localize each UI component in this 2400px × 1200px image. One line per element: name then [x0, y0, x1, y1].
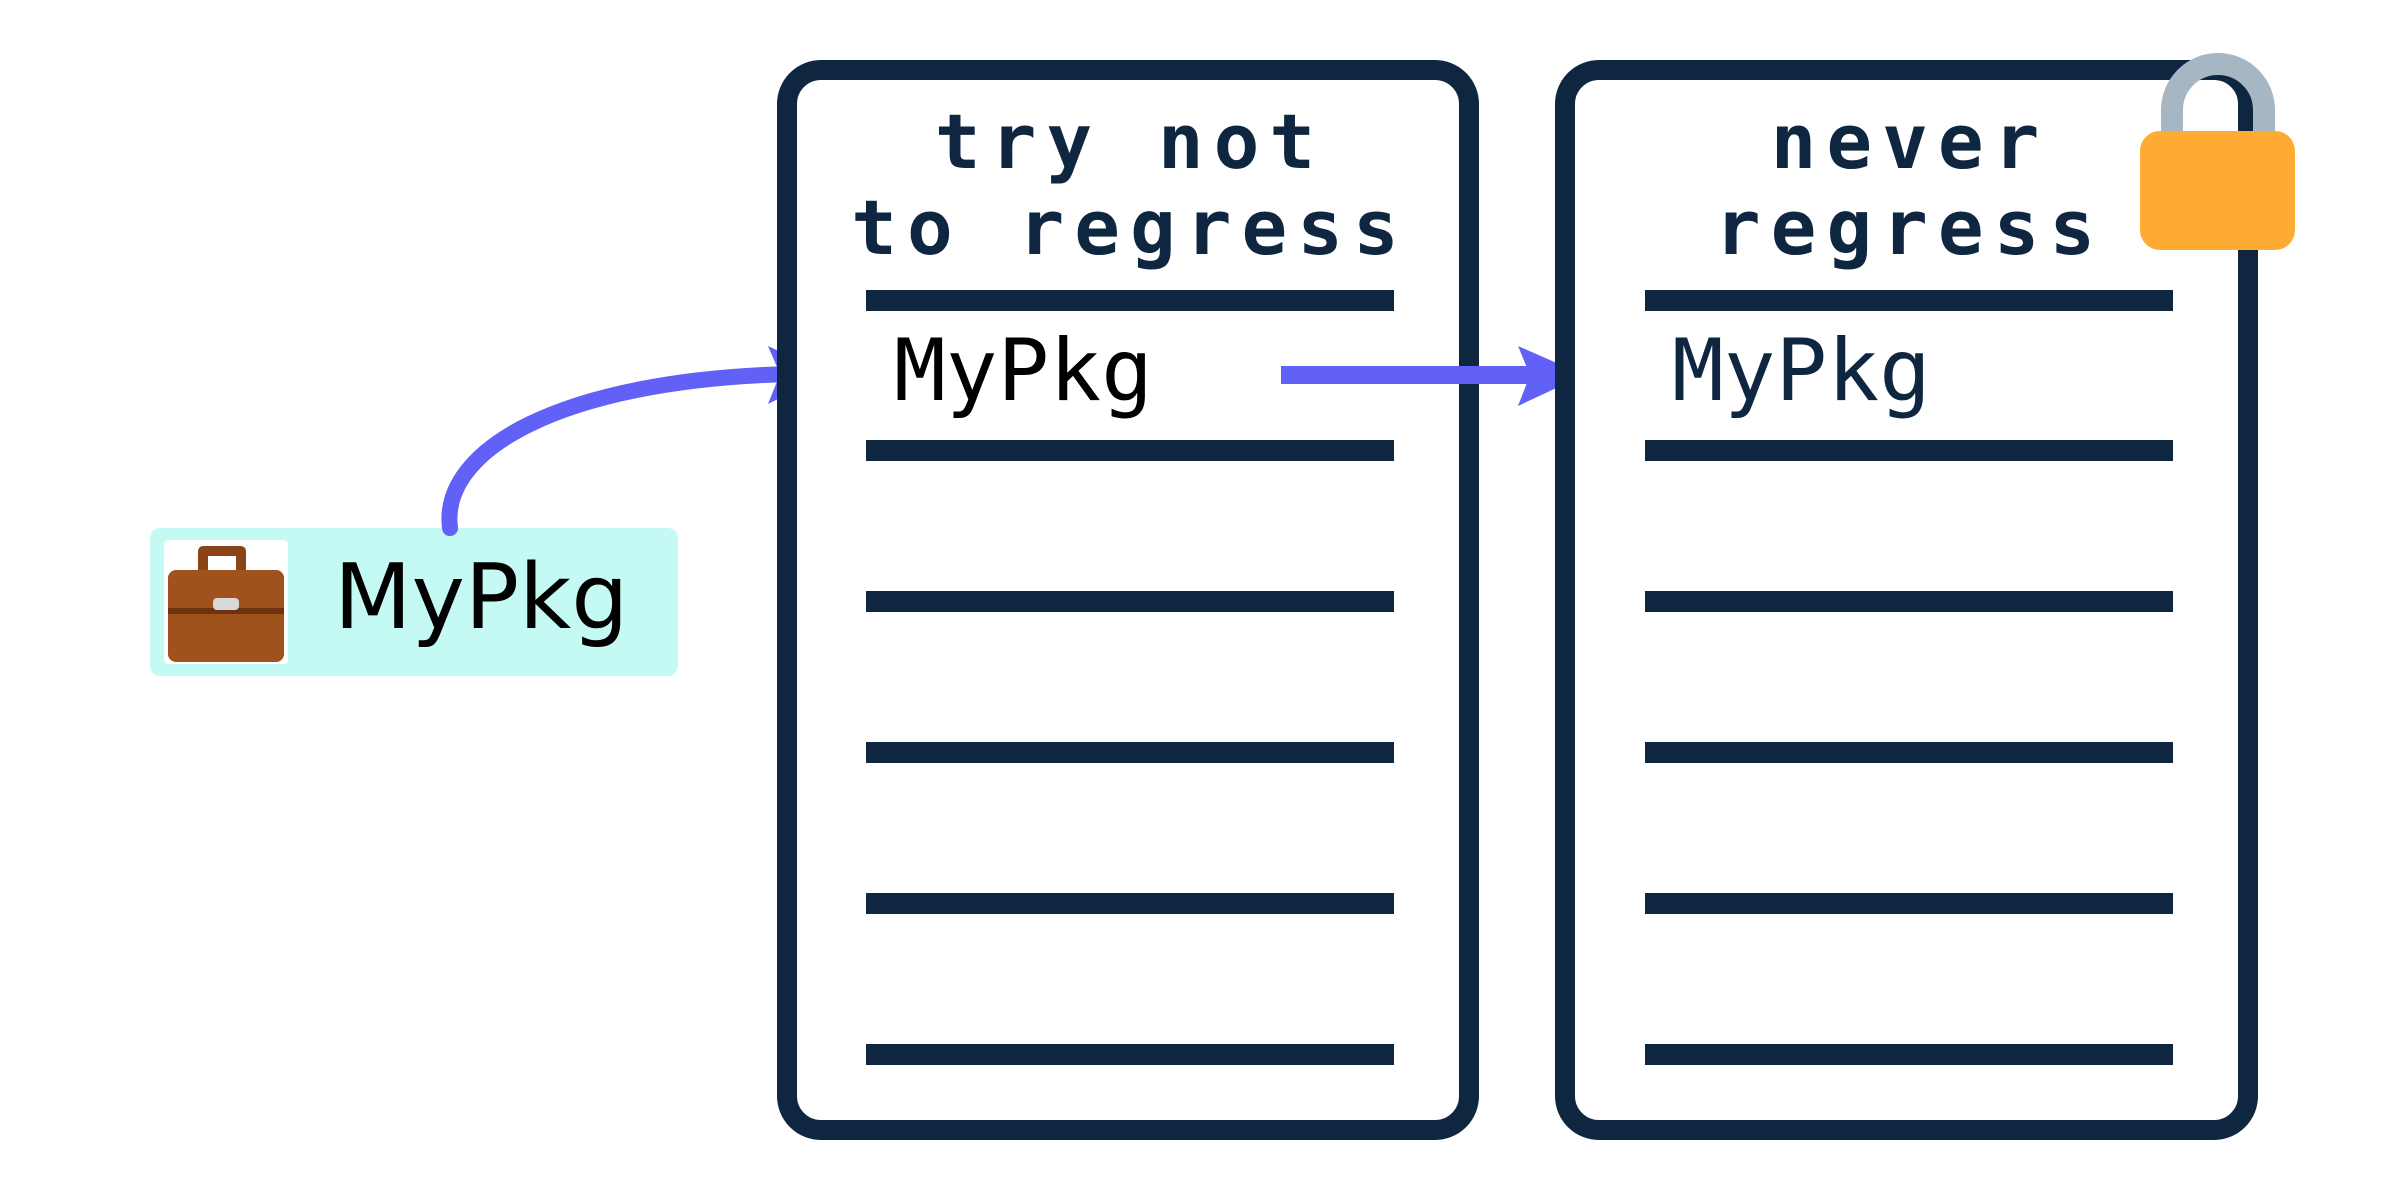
- list-rule: [1645, 290, 2173, 311]
- straight-arrow-head: [1518, 346, 1584, 406]
- list-rule: [1645, 893, 2173, 914]
- list-title-line1: try not: [935, 97, 1325, 186]
- list-rule: [866, 591, 1394, 612]
- straight-arrow: [1281, 346, 1584, 406]
- list-entry: MyPkg: [894, 321, 1153, 421]
- list-never-regress: never regress MyPkg: [1555, 60, 2258, 1140]
- list-rule: [1645, 591, 2173, 612]
- list-rule: [866, 290, 1394, 311]
- list-try-not-to-regress: try not to regress MyPkg: [777, 60, 1479, 1140]
- list-rule: [866, 440, 1394, 461]
- list-entry: MyPkg: [1672, 321, 1931, 421]
- lock-icon: [2140, 53, 2295, 250]
- list-rule: [1645, 742, 2173, 763]
- list-title-line2: to regress: [851, 183, 1409, 272]
- list-rule: [866, 742, 1394, 763]
- list-title-line2: regress: [1715, 183, 2105, 272]
- source-package-label: MyPkg: [334, 545, 628, 650]
- curved-arrow: [441, 346, 828, 536]
- list-rule: [866, 1044, 1394, 1065]
- list-rule: [1645, 1044, 2173, 1065]
- briefcase-icon: [168, 546, 284, 662]
- list-rule: [866, 893, 1394, 914]
- list-title-line1: never: [1771, 97, 2050, 186]
- list-rule: [1645, 440, 2173, 461]
- source-package[interactable]: MyPkg: [150, 528, 678, 676]
